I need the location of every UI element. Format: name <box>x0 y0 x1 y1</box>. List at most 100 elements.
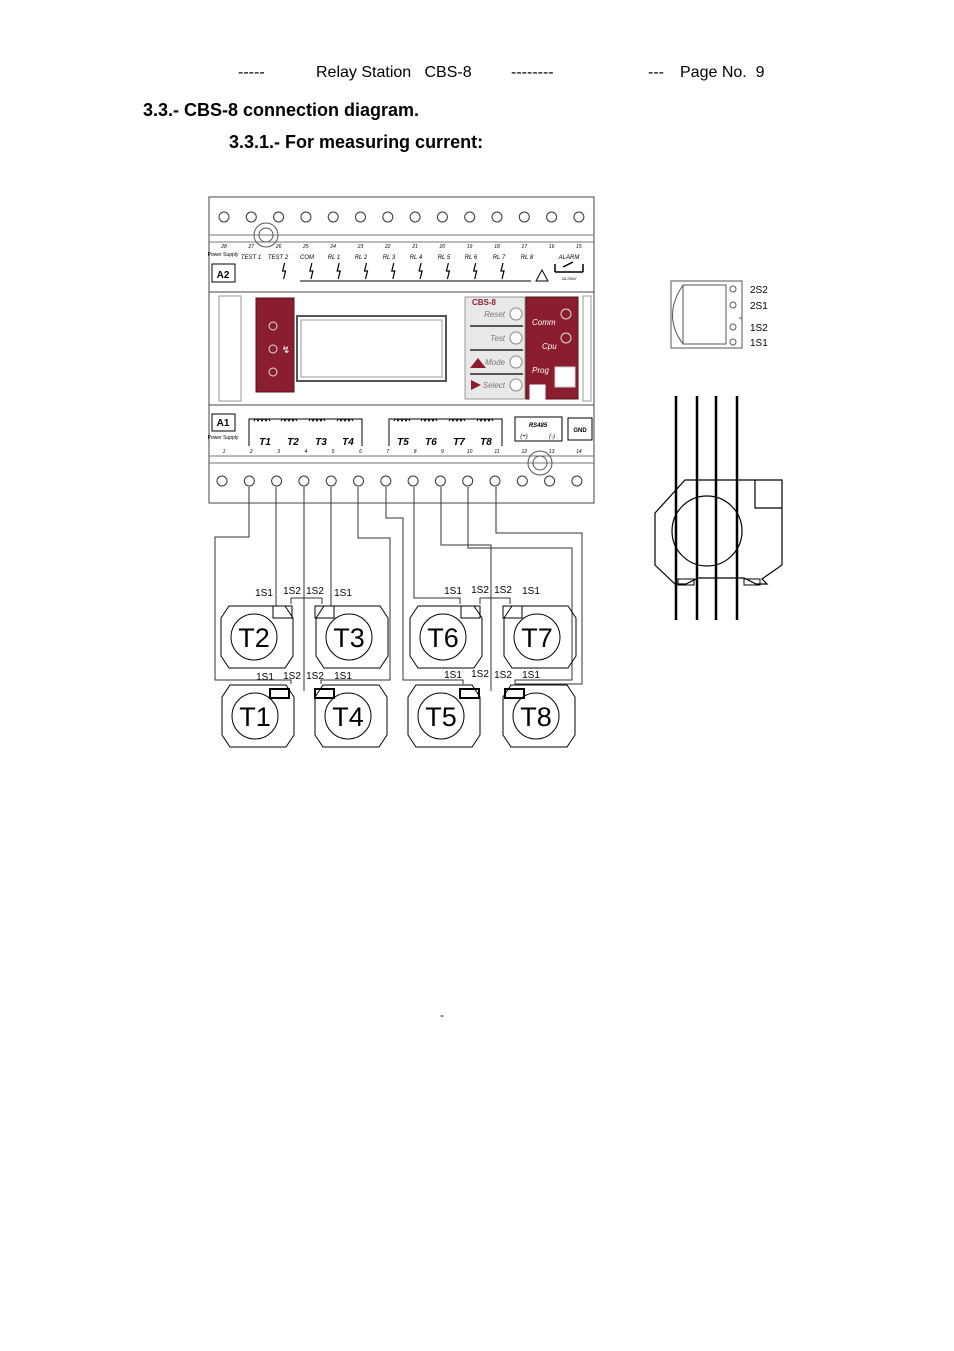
ct-body <box>503 605 577 669</box>
bottom-terminal-screw <box>325 475 337 487</box>
channel-label: T1 <box>259 437 271 448</box>
top-terminal-screw <box>573 211 585 223</box>
power-supply-label-top: Power Supply <box>208 252 239 258</box>
top-terminal-number: 18 <box>494 244 500 250</box>
top-terminal-screw <box>409 211 421 223</box>
relay-contact-icon <box>363 262 369 280</box>
ct-terminal-label: 1S2 <box>283 586 301 597</box>
ct-terminal-label: 1S2 <box>471 669 489 680</box>
ct-terminal-label: 1S1 <box>256 672 274 683</box>
keypad-button-label: Mode <box>485 358 506 367</box>
bottom-terminal-screw <box>434 475 446 487</box>
top-terminal-screw <box>327 211 339 223</box>
top-terminal-screw <box>518 211 530 223</box>
bottom-terminal-number: 10 <box>467 449 473 455</box>
top-terminal-screw <box>382 211 394 223</box>
top-terminal-number: 21 <box>411 244 418 250</box>
ct-label: T8 <box>520 702 552 732</box>
keypad-button <box>509 378 523 392</box>
ct-label: T2 <box>238 623 270 653</box>
top-terminal-number: 23 <box>357 244 364 250</box>
bottom-terminal-screw <box>353 475 364 487</box>
ct-terminal-label: 1S2 <box>306 586 324 597</box>
header-left-dashes: ----- <box>238 64 265 81</box>
top-terminal-label: COM <box>300 255 314 261</box>
header-mid-dashes: -------- <box>511 64 554 81</box>
top-terminal-label: ALARM <box>558 255 580 261</box>
top-terminal-label: TEST 2 <box>268 255 289 261</box>
bottom-terminal-screw <box>462 475 474 487</box>
top-terminal-number: 16 <box>549 244 555 250</box>
top-terminal-label: RL 8 <box>521 255 534 261</box>
coil-symbol <box>476 418 494 423</box>
ct-label: T5 <box>425 702 457 732</box>
top-terminal-screw <box>546 211 558 223</box>
relay-contact-icon <box>500 262 505 280</box>
bottom-terminal-screw <box>380 475 392 487</box>
top-terminal-label: RL 3 <box>383 255 396 261</box>
bottom-terminal-screw <box>516 475 528 487</box>
ct-terminal-label: 1S1 <box>334 588 352 599</box>
cpu-led <box>560 332 572 344</box>
top-terminal-screw <box>464 211 476 223</box>
select-arrow-icon <box>471 380 481 390</box>
channel-label: T4 <box>342 437 354 448</box>
alarm-rating: 2A 250V <box>561 276 576 281</box>
top-terminal-screw <box>436 211 448 223</box>
coil-symbol <box>448 418 466 423</box>
ct-terminal-label: 1S1 <box>522 586 540 597</box>
bottom-terminal-screw <box>544 475 556 487</box>
ct-body <box>409 605 483 669</box>
bottom-terminal-number: 9 <box>441 449 444 455</box>
led-indicator <box>268 367 278 377</box>
comm-led <box>560 308 572 320</box>
ct-terminal-label: 1S2 <box>494 585 512 596</box>
top-terminal-screw <box>273 211 285 223</box>
coil-symbol <box>336 418 354 423</box>
relay-contact-icon <box>336 262 341 280</box>
ct-label: T6 <box>427 623 459 653</box>
top-terminal-label: RL 1 <box>328 255 341 261</box>
top-terminal-number: 22 <box>384 244 391 250</box>
ct-label: T4 <box>332 702 364 732</box>
top-terminal-number: 15 <box>576 244 582 250</box>
relay-contact-icon <box>281 262 287 280</box>
ct-body <box>502 684 576 748</box>
channel-label: T8 <box>480 437 492 448</box>
a2-label: A2 <box>217 270 230 281</box>
ct-ring <box>419 613 467 661</box>
power-icon: ↯ <box>282 345 290 356</box>
gnd-label: GND <box>573 428 587 434</box>
sensor-terminal <box>729 301 737 309</box>
coil-symbol <box>308 418 326 423</box>
ct-terminal-block <box>459 688 480 699</box>
channel-label: T6 <box>425 437 437 448</box>
ct-terminal-block <box>504 688 525 699</box>
header-right-dashes: --- <box>648 64 664 81</box>
channel-label: T2 <box>287 437 299 448</box>
ct-ring <box>231 692 279 740</box>
bottom-terminal-number: 3 <box>277 449 280 455</box>
sensor-terminal <box>729 338 737 346</box>
header-title: Relay Station CBS-8 <box>316 64 472 81</box>
a1-label: A1 <box>217 418 230 429</box>
top-terminal-screw <box>491 211 503 223</box>
ct-body <box>314 684 388 748</box>
bottom-terminal-number: 5 <box>332 449 335 455</box>
ct-body <box>220 605 294 669</box>
top-terminal-number: 17 <box>522 244 528 250</box>
bottom-terminal-number: 12 <box>522 449 528 455</box>
coil-symbol <box>420 418 438 423</box>
sensor-terminal <box>729 285 737 293</box>
brand-logo-icon <box>529 384 546 400</box>
section-heading: 3.3.- CBS-8 connection diagram. <box>143 100 420 120</box>
ct-ring <box>324 692 372 740</box>
led-indicator <box>268 321 278 331</box>
rs485-label: RS485 <box>529 423 548 429</box>
header-page-number: Page No. 9 <box>680 64 765 81</box>
footer-dash: - <box>440 1008 444 1022</box>
coil-symbol <box>253 418 271 423</box>
relay-contact-icon <box>445 262 451 280</box>
ct-terminal-label: 1S1 <box>444 586 462 597</box>
